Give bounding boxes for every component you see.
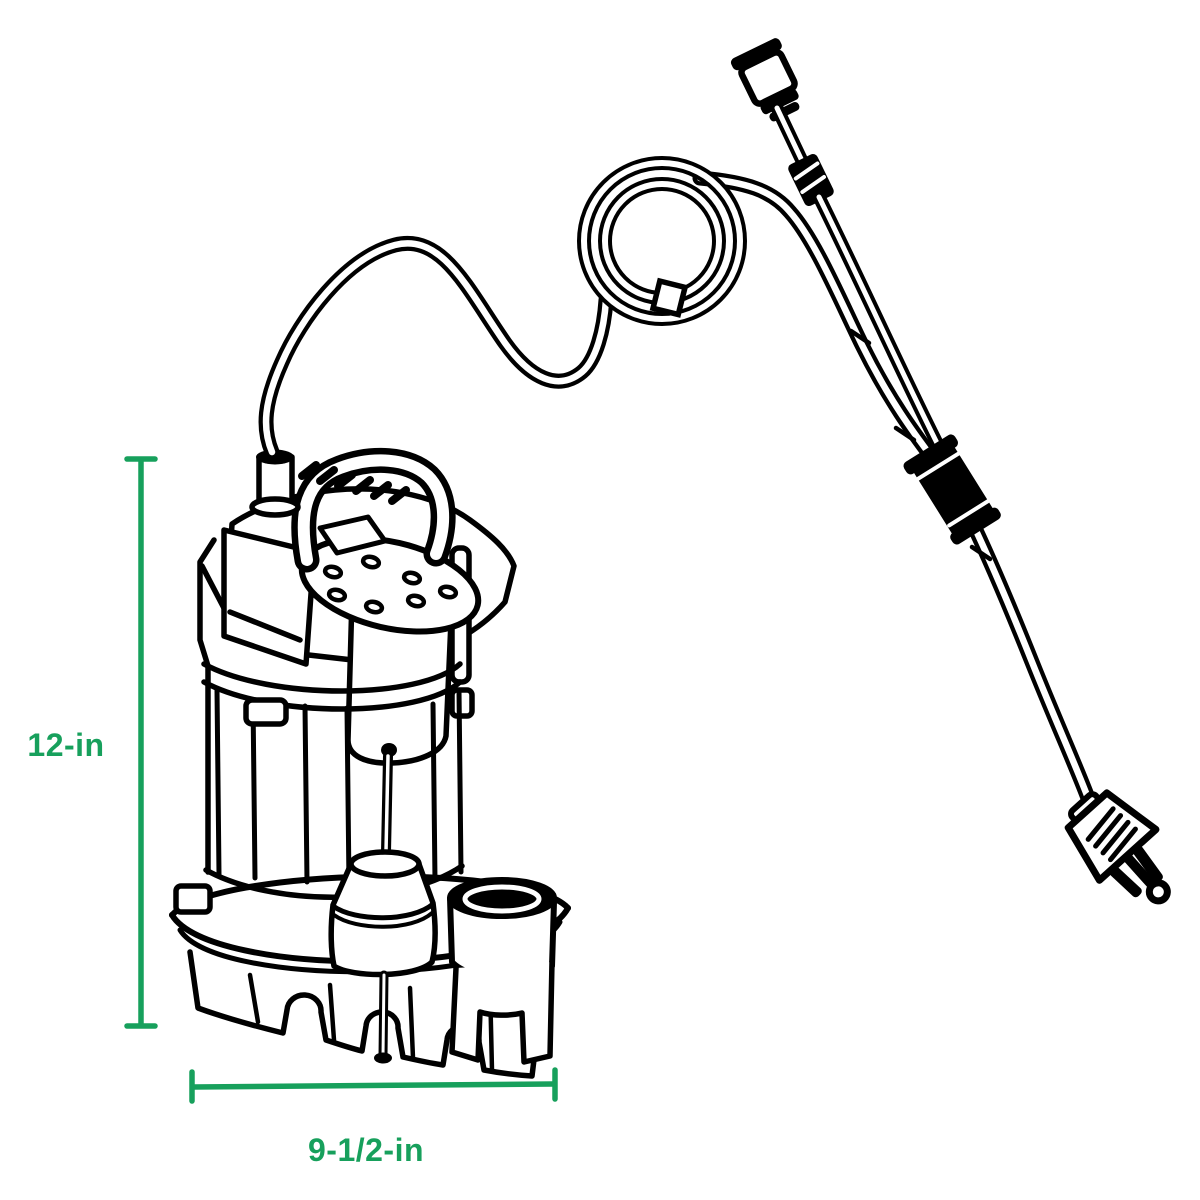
strain-relief-base [249, 496, 301, 518]
plug-ribs [1085, 806, 1138, 863]
float-band-2 [332, 911, 434, 929]
cord-coil-to-clamp-core [696, 174, 938, 464]
float-rod-foot [374, 1052, 392, 1064]
three-prong-plug [1064, 789, 1171, 905]
rod-upper-core [774, 105, 806, 166]
bolt-heads [322, 554, 459, 615]
left-cage [197, 537, 217, 875]
float-band-1 [330, 901, 436, 921]
width-dim-shaft [191, 1081, 556, 1090]
float-switch-rod [730, 38, 1001, 545]
float-rod-lower-core [381, 973, 386, 1058]
front-shroud [221, 527, 317, 667]
shroud-line [227, 609, 303, 643]
waist-band-1 [201, 661, 463, 694]
rod-lower-core [816, 194, 944, 454]
height-dimension-line [124, 456, 158, 1029]
discharge-inner-ring [462, 884, 542, 914]
plug-prong-right [1132, 845, 1163, 883]
width-dimension-label: 9-1/2-in [308, 1132, 424, 1168]
waist-band-2 [201, 679, 463, 712]
label-plate [317, 514, 388, 556]
plug-prong-left [1109, 866, 1142, 898]
sump-pump-illustration [169, 447, 571, 1079]
width-dimension-line [189, 1067, 558, 1104]
float-top [348, 849, 422, 879]
float-rod-upper-core [384, 754, 390, 854]
plug-ground-prong [1145, 879, 1171, 905]
body-struts [214, 687, 464, 887]
mid-tab [243, 697, 289, 727]
carry-handle-core [297, 454, 450, 566]
cord-ties [848, 328, 993, 562]
coil-cable-tie [649, 277, 689, 318]
right-clip [449, 687, 475, 719]
cable-clamp [903, 434, 1001, 545]
power-cord [258, 156, 1096, 806]
base-left-tab [173, 883, 213, 915]
plug-ground-stem [1122, 852, 1158, 891]
cord-pump-to-coil-core [262, 240, 610, 456]
discharge-bracket [449, 959, 555, 1065]
plug-body [1064, 789, 1160, 884]
height-dimension-label: 12-in [27, 727, 104, 763]
vent-slots [298, 461, 410, 505]
cord-coil-core-outer [581, 160, 743, 322]
